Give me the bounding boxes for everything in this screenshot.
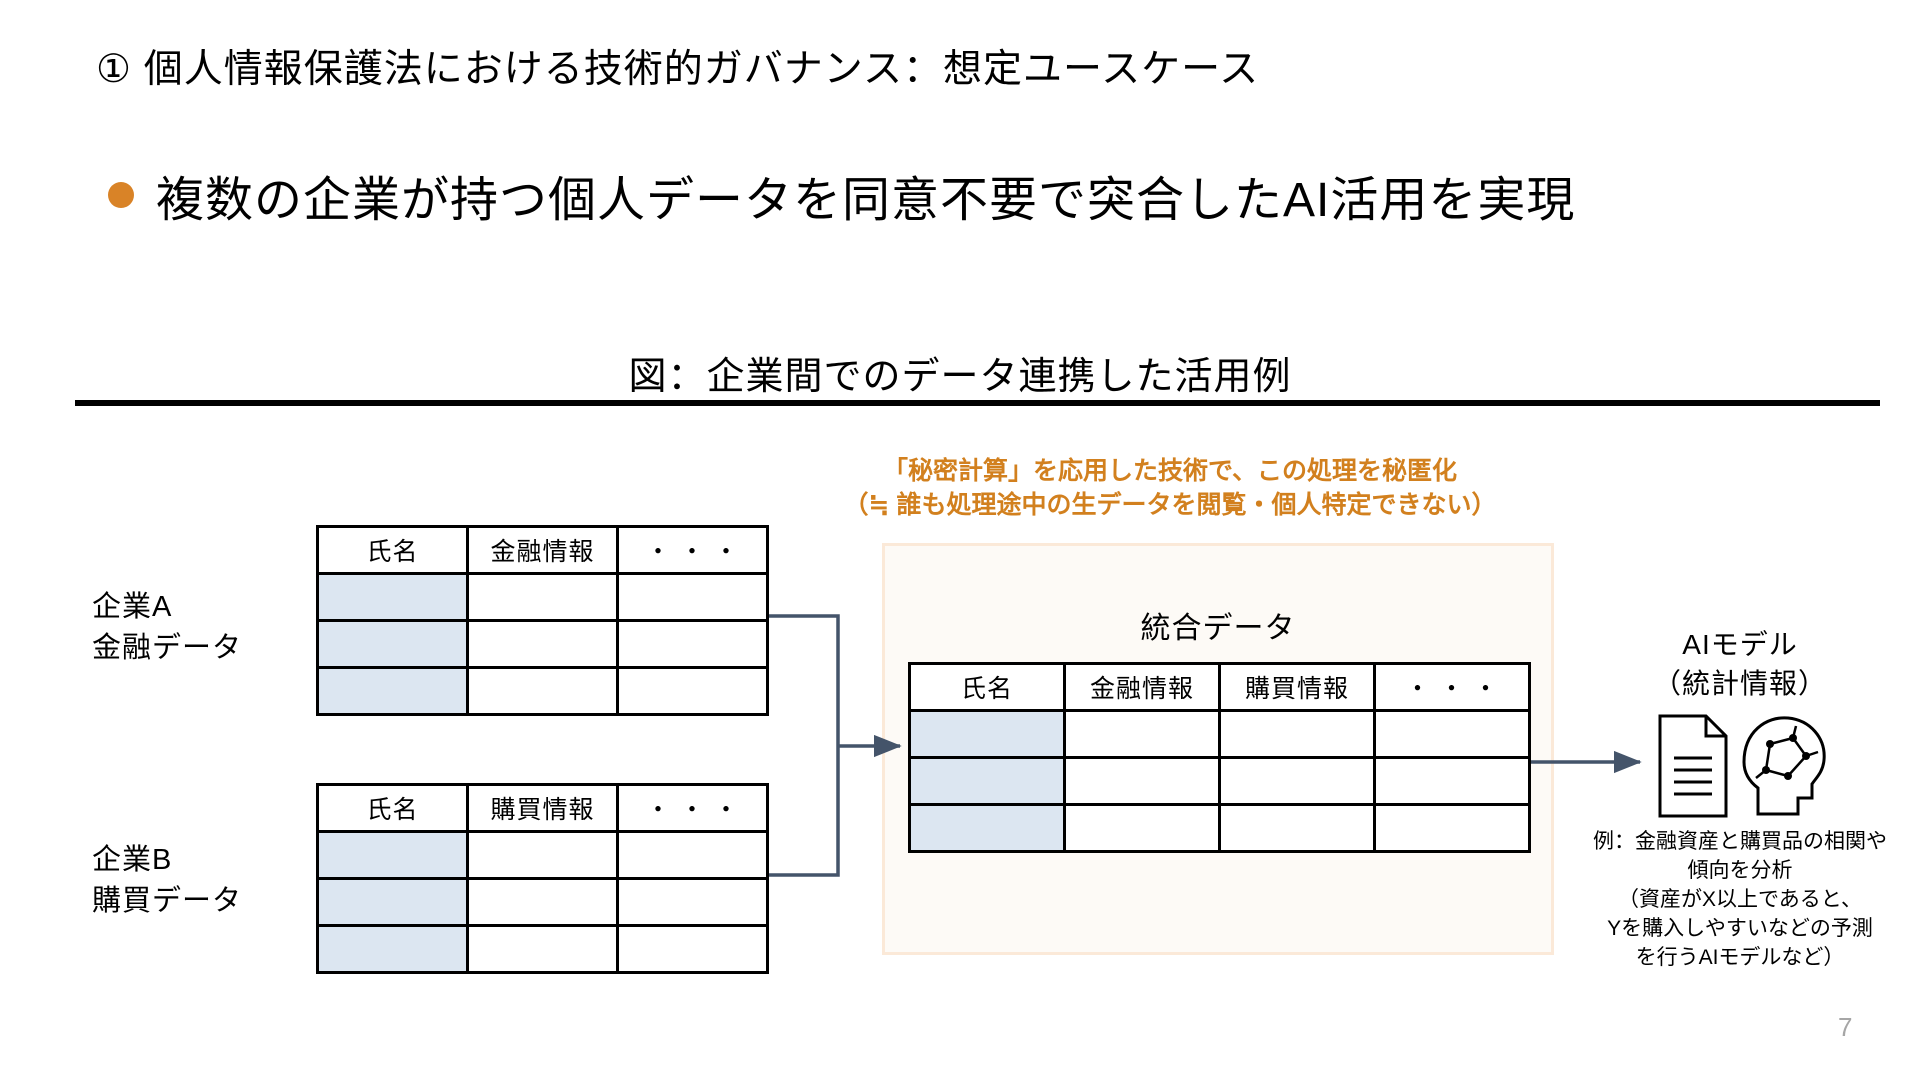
table-row: [316, 924, 769, 974]
column-header-name: 氏名: [316, 783, 469, 833]
key-cell: [316, 572, 469, 622]
key-cell: [316, 877, 469, 927]
company-b-label: 企業B 購買データ: [92, 844, 243, 918]
value-cell: [616, 666, 769, 716]
value-cell: [616, 619, 769, 669]
key-cell: [316, 619, 469, 669]
bullet-dot-icon: [108, 182, 134, 208]
ai-model-note: 例：金融資産と購買品の相関や 傾向を分析 （資産がX以上であると、 Yを購入しや…: [1593, 830, 1887, 969]
table-row: [316, 877, 769, 927]
value-cell: [466, 619, 619, 669]
column-header-finance: 金融情報: [466, 525, 619, 575]
key-cell: [316, 830, 469, 880]
integrated-data-table: 氏名 金融情報 購買情報 ・ ・ ・: [908, 662, 1531, 853]
column-header-name: 氏名: [908, 662, 1066, 712]
table-row: [316, 666, 769, 716]
column-header-ellipsis: ・ ・ ・: [616, 783, 769, 833]
table-header-row: 氏名 金融情報 購買情報 ・ ・ ・: [908, 662, 1531, 712]
value-cell: [1218, 756, 1376, 806]
value-cell: [466, 572, 619, 622]
column-header-purchase: 購買情報: [466, 783, 619, 833]
value-cell: [1063, 803, 1221, 853]
value-cell: [616, 877, 769, 927]
table-row: [908, 709, 1531, 759]
note-line-2: （≒ 誰も処理途中の生データを閲覧・個人特定できない）: [843, 490, 1497, 519]
table-header-row: 氏名 金融情報 ・ ・ ・: [316, 525, 769, 575]
table-row: [908, 756, 1531, 806]
horizontal-divider: [75, 400, 1880, 406]
column-header-finance: 金融情報: [1063, 662, 1221, 712]
ai-model-icons: [1648, 712, 1838, 822]
value-cell: [1218, 803, 1376, 853]
company-b-table: 氏名 購買情報 ・ ・ ・: [316, 783, 769, 974]
document-icon: [1658, 714, 1728, 818]
value-cell: [466, 924, 619, 974]
figure-caption: 図：企業間でのデータ連携した活用例: [628, 356, 1292, 398]
bullet-line: 複数の企業が持つ個人データを同意不要で突合したAI活用を実現: [108, 160, 1575, 230]
value-cell: [1218, 709, 1376, 759]
table-row: [316, 619, 769, 669]
secure-computation-note: 「秘密計算」を応用した技術で、この処理を秘匿化 （≒ 誰も処理途中の生データを閲…: [700, 455, 1640, 523]
value-cell: [466, 830, 619, 880]
table-row: [316, 830, 769, 880]
table-row: [316, 572, 769, 622]
value-cell: [616, 830, 769, 880]
integrated-data-title: 統合データ: [1140, 612, 1296, 645]
table-header-row: 氏名 購買情報 ・ ・ ・: [316, 783, 769, 833]
column-header-name: 氏名: [316, 525, 469, 575]
table-row: [908, 803, 1531, 853]
key-cell: [316, 666, 469, 716]
value-cell: [1373, 756, 1531, 806]
value-cell: [616, 572, 769, 622]
column-header-ellipsis: ・ ・ ・: [616, 525, 769, 575]
column-header-ellipsis: ・ ・ ・: [1373, 662, 1531, 712]
column-header-purchase: 購買情報: [1218, 662, 1376, 712]
note-line-1: 「秘密計算」を応用した技術で、この処理を秘匿化: [882, 457, 1457, 485]
bullet-text: 複数の企業が持つ個人データを同意不要で突合したAI活用を実現: [156, 174, 1576, 227]
value-cell: [1063, 756, 1221, 806]
key-cell: [908, 756, 1066, 806]
company-a-table: 氏名 金融情報 ・ ・ ・: [316, 525, 769, 716]
page-number: 7: [1838, 1012, 1853, 1042]
page-title: ① 個人情報保護法における技術的ガバナンス：想定ユースケース: [96, 48, 1260, 91]
ai-brain-icon: [1742, 716, 1826, 816]
value-cell: [466, 877, 619, 927]
ai-model-title: AIモデル （統計情報）: [1652, 629, 1827, 700]
value-cell: [1373, 803, 1531, 853]
value-cell: [466, 666, 619, 716]
value-cell: [616, 924, 769, 974]
value-cell: [1063, 709, 1221, 759]
key-cell: [316, 924, 469, 974]
key-cell: [908, 803, 1066, 853]
key-cell: [908, 709, 1066, 759]
company-a-label: 企業A 金融データ: [92, 591, 243, 665]
value-cell: [1373, 709, 1531, 759]
